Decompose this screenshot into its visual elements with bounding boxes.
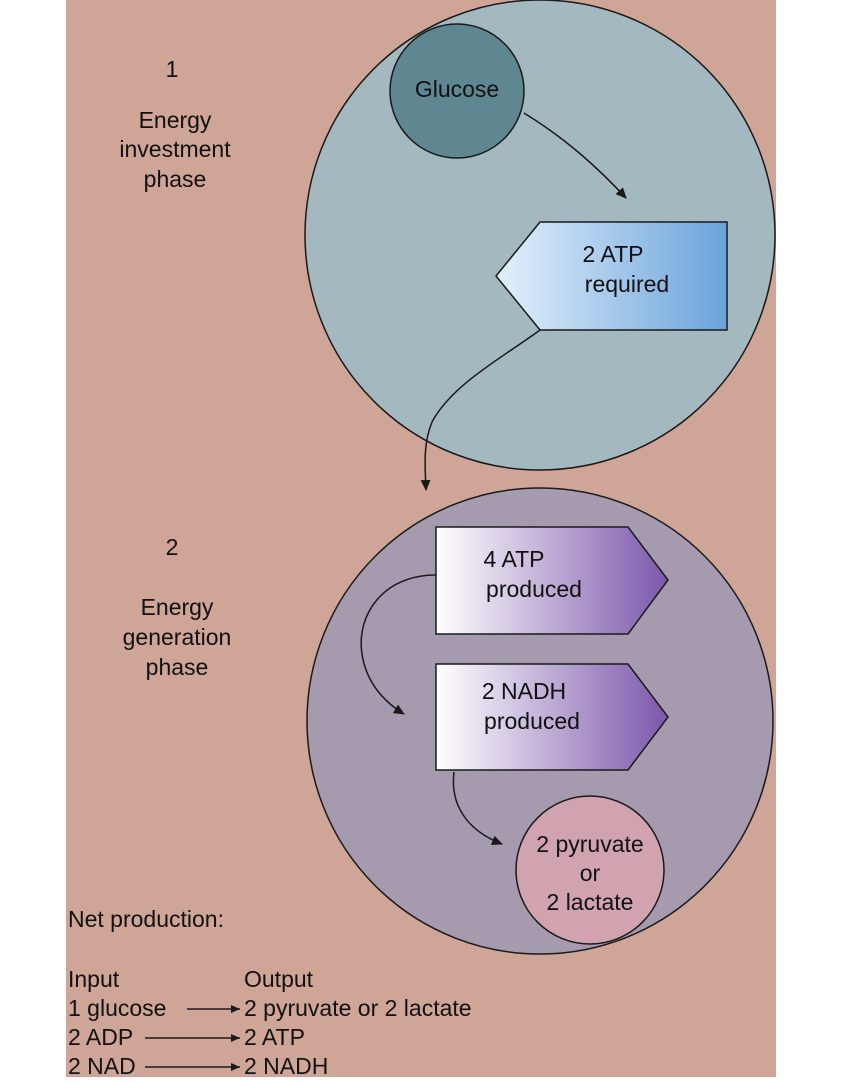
phase-1-label-line-1: Energy [139,107,212,133]
atp-produced-box [435,526,669,635]
phase-2-label-line-3: phase [146,654,209,680]
net-row-2-output: 2 ATP [244,1024,305,1050]
phase-1-label-line-3: phase [144,166,207,192]
nadh-produced-box [435,663,669,771]
arrow-nadh-to-product [452,771,503,846]
net-row-1-input: 1 glucose [68,995,166,1021]
net-input-header: Input [68,966,120,992]
net-row-1-output: 2 pyruvate or 2 lactate [244,995,472,1021]
arrow-phase-1-to-phase-2 [420,329,541,491]
product-node [515,795,665,945]
atp-produced-line-1: 4 ATP [484,546,545,572]
net-production-title: Net production: [68,906,224,932]
net-row-3-input: 2 NAD [68,1053,136,1077]
arrow-glucose-to-atp-required [523,112,627,199]
phase-2-number: 2 [166,534,179,560]
phase-2-label-line-2: generation [123,624,232,650]
product-line-1: 2 pyruvate [536,831,643,857]
atp-required-line-2: required [585,271,669,297]
glucose-label: Glucose [415,76,499,102]
arrow-atp-to-nadh [360,574,437,715]
net-row-2-input: 2 ADP [68,1024,133,1050]
nadh-produced-line-1: 2 NADH [482,678,566,704]
glucose-node [389,23,525,159]
phase-1-label-line-2: investment [119,136,231,162]
atp-required-line-1: 2 ATP [583,241,644,267]
atp-produced-line-2: produced [486,576,582,602]
phase-1-number: 1 [166,56,179,82]
nadh-produced-line-2: produced [484,708,580,734]
atp-required-box [495,221,728,331]
phase-2-label-line-1: Energy [141,594,214,620]
product-line-2: or [580,860,601,886]
net-output-header: Output [244,966,314,992]
product-line-3: 2 lactate [547,889,634,915]
net-row-3-output: 2 NADH [244,1053,328,1077]
